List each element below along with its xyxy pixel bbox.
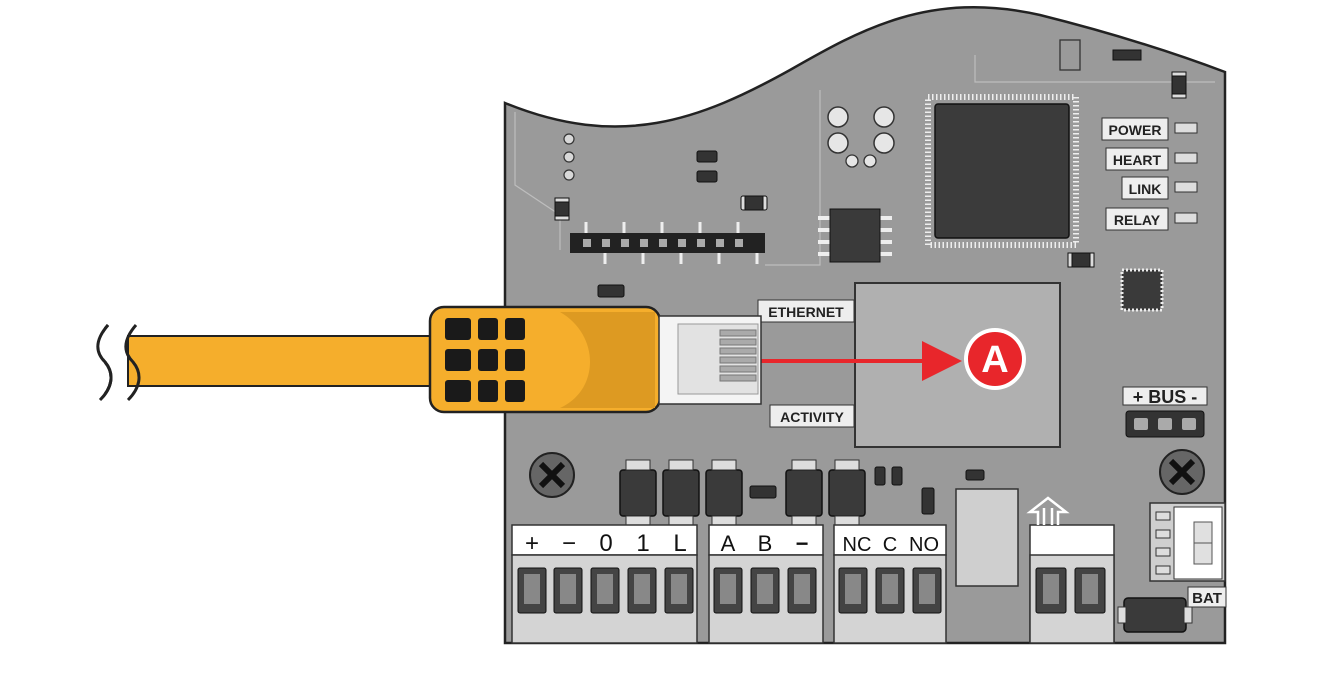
battery-cell — [1117, 597, 1193, 633]
bus-label: + BUS - — [1133, 387, 1198, 407]
battery-switch — [1149, 502, 1226, 582]
ic-chip-small — [818, 208, 892, 263]
led-heart — [1174, 152, 1198, 164]
board-trace — [514, 112, 561, 250]
terminal-label: C — [883, 534, 897, 556]
screw-left — [529, 452, 575, 498]
pin-header — [570, 222, 765, 264]
via-holes — [563, 133, 575, 181]
led-relay-label: RELAY — [1114, 212, 1161, 228]
callout-a-letter: A — [981, 339, 1008, 381]
ethernet-jack — [854, 282, 1061, 448]
led-power — [1174, 122, 1198, 134]
terminal-block-relay — [833, 524, 947, 644]
terminal-label: A — [721, 531, 736, 556]
ethernet-label-box — [757, 299, 855, 323]
terminal-block-power — [511, 524, 698, 644]
battery-label: BAT — [1192, 590, 1222, 607]
supply-voltage-label: 12-24VDC — [1039, 535, 1104, 551]
terminal-label: − — [796, 531, 809, 556]
led-heart-label: HEART — [1113, 152, 1162, 168]
screw-right — [1159, 449, 1205, 495]
led-link — [1174, 181, 1198, 193]
terminal-label: 0 — [599, 530, 612, 557]
terminal-label: NO — [909, 534, 939, 556]
activity-label: ACTIVITY — [780, 409, 844, 425]
terminal-label: 1 — [636, 530, 649, 557]
ethernet-cable — [78, 305, 662, 414]
power-components — [619, 469, 866, 517]
terminal-block-rs485 — [708, 524, 824, 644]
qfn-chip — [1120, 268, 1164, 312]
mounting-holes-cluster — [827, 106, 895, 168]
terminal-label: NC — [843, 534, 872, 556]
dc-supply-symbol — [1026, 496, 1070, 525]
ethernet-label: ETHERNET — [768, 304, 844, 320]
main-processor-chip — [925, 94, 1079, 248]
terminal-block-supply — [1029, 524, 1115, 644]
led-link-label: LINK — [1129, 181, 1162, 197]
board-trace — [765, 90, 821, 266]
terminal-label: B — [758, 531, 773, 556]
led-relay — [1174, 212, 1198, 224]
rj45-plug-tip — [658, 315, 762, 405]
led-indicators — [1101, 117, 1198, 231]
bus-label-box — [1122, 386, 1208, 406]
relay-block — [955, 488, 1019, 587]
terminal-label: L — [673, 530, 686, 557]
terminal-label: − — [562, 530, 576, 557]
led-power-label: POWER — [1109, 122, 1162, 138]
callout-a-marker — [964, 328, 1026, 390]
bat-label-box — [1187, 586, 1227, 608]
activity-label-box — [769, 404, 855, 428]
bus-connector — [1125, 410, 1205, 438]
terminal-label: + — [525, 530, 539, 557]
smd-components — [554, 39, 1187, 515]
board-trace — [974, 55, 1215, 83]
